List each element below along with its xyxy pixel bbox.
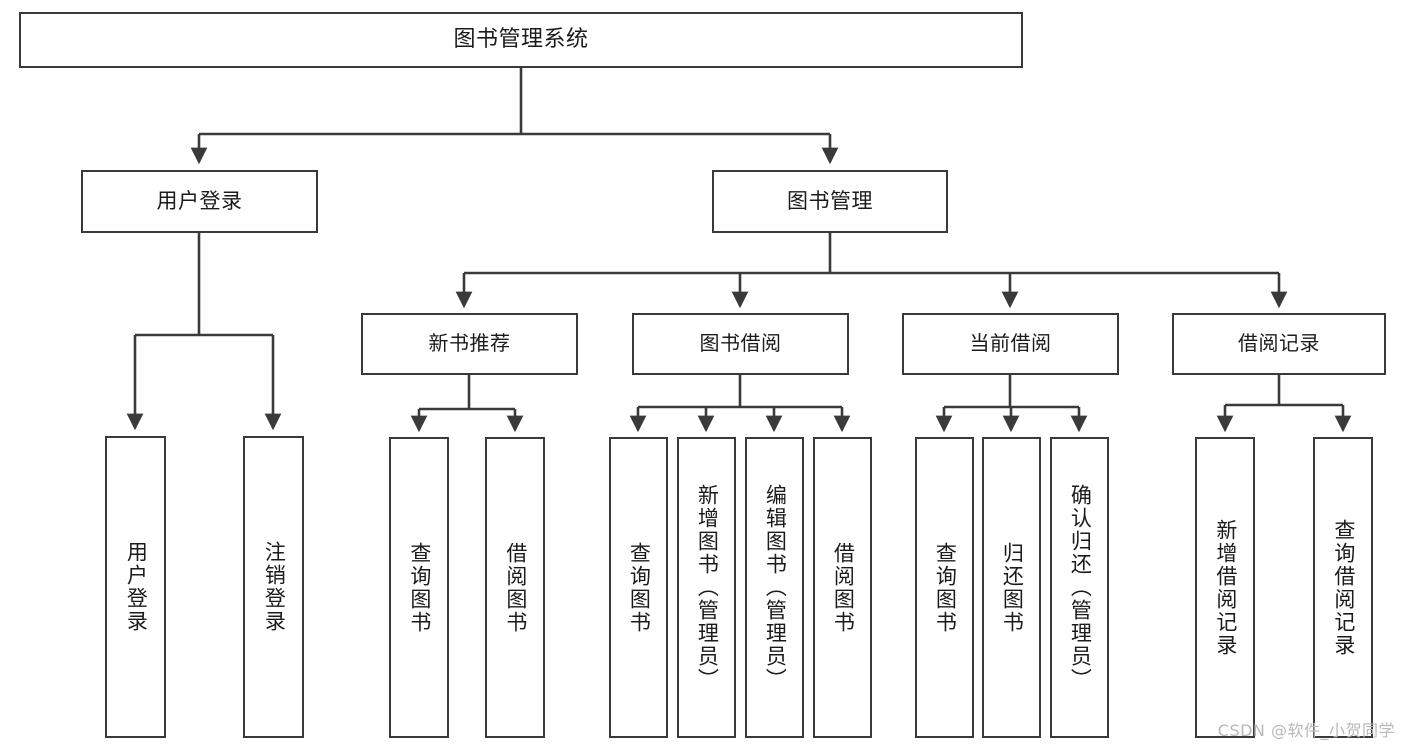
- leaf-borrow-book-1-label: 借阅图书: [503, 541, 528, 634]
- node-root-label: 图书管理系统: [453, 27, 589, 53]
- leaf-return-book[interactable]: 归还图书: [982, 437, 1041, 738]
- node-book-manage[interactable]: 图书管理: [712, 170, 948, 233]
- node-new-book-recommend-label: 新书推荐: [428, 331, 511, 356]
- node-current-borrow[interactable]: 当前借阅: [902, 313, 1119, 375]
- leaf-user-login[interactable]: 用户登录: [105, 436, 166, 738]
- csdn-watermark: CSDN @软件_小贺同学: [1217, 721, 1395, 740]
- leaf-confirm-return[interactable]: 确认归还（管理员）: [1050, 437, 1109, 738]
- leaf-query-book-2-label: 查询图书: [627, 541, 652, 634]
- node-root[interactable]: 图书管理系统: [19, 12, 1023, 68]
- leaf-query-book-3-label: 查询图书: [933, 541, 958, 634]
- leaf-edit-book-label: 编辑图书（管理员）: [763, 484, 788, 691]
- leaf-add-record[interactable]: 新增借阅记录: [1195, 437, 1255, 738]
- leaf-logout-label: 注销登录: [262, 541, 287, 633]
- leaf-borrow-book-1[interactable]: 借阅图书: [485, 437, 545, 738]
- leaf-add-book-label: 新增图书（管理员）: [695, 484, 720, 691]
- leaf-query-book-3[interactable]: 查询图书: [915, 437, 974, 738]
- leaf-user-login-label: 用户登录: [124, 541, 149, 633]
- node-borrow-record[interactable]: 借阅记录: [1172, 313, 1386, 375]
- leaf-return-book-label: 归还图书: [1000, 541, 1025, 634]
- leaf-logout[interactable]: 注销登录: [243, 436, 304, 738]
- leaf-query-book-2[interactable]: 查询图书: [609, 437, 668, 738]
- leaf-confirm-return-label: 确认归还（管理员）: [1068, 484, 1093, 691]
- leaf-add-record-label: 新增借阅记录: [1213, 518, 1238, 657]
- leaf-query-book-1[interactable]: 查询图书: [389, 437, 449, 738]
- leaf-edit-book[interactable]: 编辑图书（管理员）: [745, 437, 804, 738]
- leaf-borrow-book-2[interactable]: 借阅图书: [813, 437, 872, 738]
- leaf-borrow-book-2-label: 借阅图书: [831, 541, 856, 634]
- node-borrow-record-label: 借阅记录: [1238, 331, 1320, 356]
- leaf-query-record[interactable]: 查询借阅记录: [1313, 437, 1373, 738]
- leaf-add-book[interactable]: 新增图书（管理员）: [677, 437, 736, 738]
- node-new-book-recommend[interactable]: 新书推荐: [361, 313, 578, 375]
- node-book-manage-label: 图书管理: [787, 189, 873, 214]
- node-user-login-label: 用户登录: [156, 189, 243, 214]
- leaf-query-record-label: 查询借阅记录: [1331, 518, 1356, 657]
- node-book-borrow-label: 图书借阅: [699, 331, 782, 356]
- node-user-login[interactable]: 用户登录: [81, 170, 318, 233]
- leaf-query-book-1-label: 查询图书: [407, 541, 432, 634]
- node-current-borrow-label: 当前借阅: [969, 331, 1052, 356]
- node-book-borrow[interactable]: 图书借阅: [632, 313, 849, 375]
